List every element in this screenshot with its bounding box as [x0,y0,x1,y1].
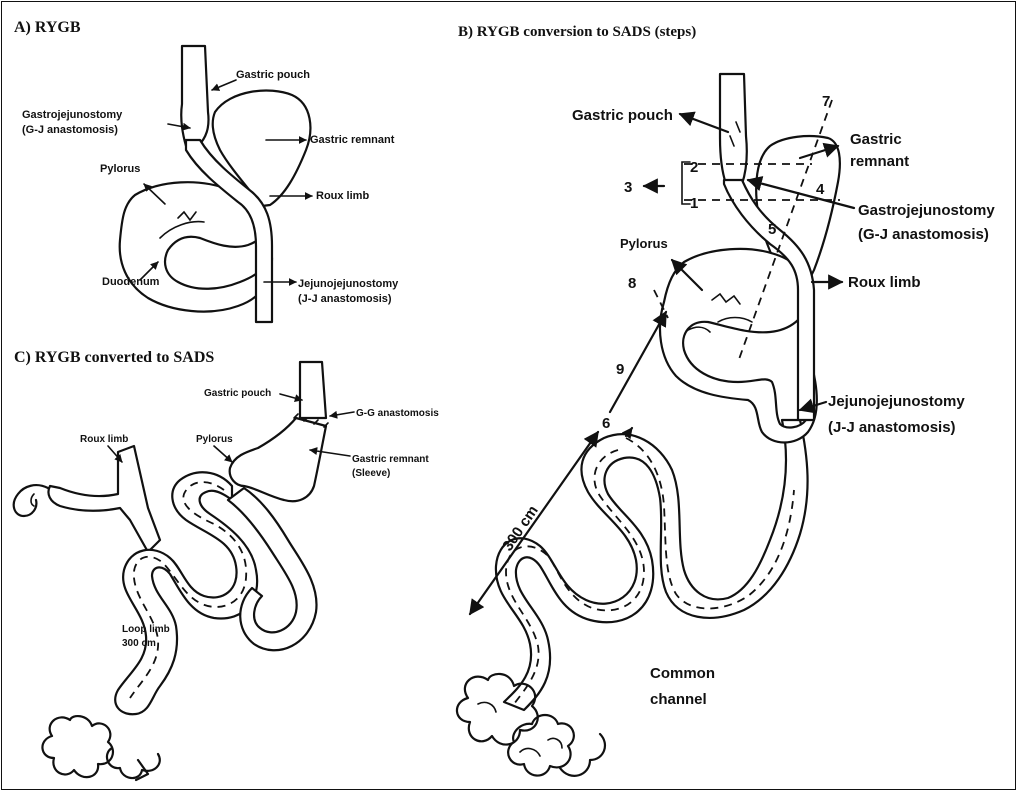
panel-b-gastric-remnant-label-2: remnant [850,153,909,170]
panel-b-step-8: 8 [628,275,636,292]
panel-a: A) RYGB Gastric pouch Gastrojejunostomy … [14,19,399,322]
panel-c-roux-limb-label: Roux limb [80,434,128,445]
panel-b-gj-label-1: Gastrojejunostomy [858,202,995,219]
panel-b-jj-label-2: (J-J anastomosis) [828,419,956,436]
panel-b-title: B) RYGB conversion to SADS (steps) [458,24,696,40]
panel-c: C) RYGB converted to SADS Gastric pouch [14,349,439,780]
panel-c-pylorus-arrow [214,446,232,462]
panel-c-gg-label: G-G anastomosis [356,408,439,419]
panel-c-loop-limb-label-1: Loop limb [122,624,170,635]
panel-b-common-channel-label-2: channel [650,691,707,708]
panel-c-colon-coils [42,716,159,780]
panel-b-gj-label-2: (G-J anastomosis) [858,226,989,243]
panel-b-step-5: 5 [768,221,776,238]
panel-c-omega-detail [31,494,34,506]
panel-b: B) RYGB conversion to SADS (steps) [457,24,995,776]
panel-a-title: A) RYGB [14,19,81,36]
panel-b-step-6: 6 [602,415,610,432]
panel-c-gastric-pouch [300,362,326,418]
panel-c-gastric-pouch-label: Gastric pouch [204,388,271,399]
panel-c-gg-arrow [330,412,354,416]
panel-c-gastric-remnant-label-1: Gastric remnant [352,454,429,465]
panel-b-common-channel-label-1: Common [650,665,715,682]
panel-b-jj-label-1: Jejunojejunostomy [828,393,965,410]
panel-b-step-7: 7 [822,93,830,110]
panel-b-stomach-body [660,249,817,443]
panel-b-pylorus-fold [688,327,710,332]
panel-b-gastric-remnant-label-1: Gastric [850,131,902,148]
panel-c-pylorus-label: Pylorus [196,434,233,445]
panel-b-gastric-pouch [720,74,747,184]
panel-b-gastric-pouch-label: Gastric pouch [572,107,673,124]
panel-a-gastric-remnant-label: Gastric remnant [310,134,395,146]
panel-b-roux-limb-label: Roux limb [848,274,921,291]
panel-b-step-9: 9 [616,361,624,378]
panel-b-step-bracket [682,162,690,204]
panel-a-pylorus-label: Pylorus [100,163,140,175]
panel-c-gastric-pouch-arrow [280,394,302,400]
panel-a-gj-label-2: (G-J anastomosis) [22,124,118,136]
panel-a-jj-label-2: (J-J anastomosis) [298,293,392,305]
panel-a-gastric-pouch-arrow [212,80,236,90]
panel-a-duodenum-label: Duodenum [102,276,160,288]
panel-b-loop-dash-2 [506,450,644,704]
panel-c-anatomy [14,362,328,780]
panel-a-roux-limb-label: Roux limb [316,190,369,202]
panel-c-roux-limb [48,446,160,552]
panel-b-step-3: 3 [624,179,632,196]
panel-a-gastric-pouch [181,46,208,146]
panel-b-step-1: 1 [690,195,698,212]
panel-b-anatomy [457,74,840,776]
panel-c-title: C) RYGB converted to SADS [14,349,214,366]
panel-b-step-2: 2 [690,159,698,176]
panel-c-gastric-remnant-label-2: (Sleeve) [352,468,390,479]
panel-c-loop-limb-label-2: 300 cm [122,638,156,649]
panel-a-gj-label-1: Gastrojejunostomy [22,109,123,121]
panel-a-jj-label-1: Jejunojejunostomy [298,278,399,290]
panel-b-step-4: 4 [816,181,825,198]
panel-a-gastric-pouch-label: Gastric pouch [236,69,310,81]
panel-b-pylorus-label: Pylorus [620,236,668,251]
